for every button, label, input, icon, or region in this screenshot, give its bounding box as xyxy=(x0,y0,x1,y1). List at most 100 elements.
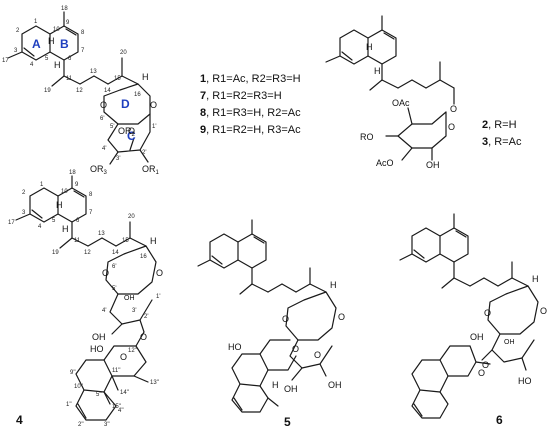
h-10-s4: H xyxy=(56,200,63,210)
oh-s6: OH xyxy=(470,332,484,342)
o-lower-s4: O xyxy=(120,352,127,362)
h-16-s5: H xyxy=(330,280,337,290)
num-8: 8 xyxy=(81,30,85,36)
num-18: 18 xyxy=(61,6,68,12)
num4-4pp: 4'' xyxy=(118,408,124,414)
oh-3p-s6: OH xyxy=(504,339,515,346)
h-6-s4: H xyxy=(62,224,69,234)
num-6: 6 xyxy=(68,56,72,62)
legend-row-3: 3, R=Ac xyxy=(482,136,522,148)
h-6-s2: H xyxy=(374,66,381,76)
compound-label-4: 4 xyxy=(16,413,23,427)
num4-2pp: 2'' xyxy=(78,422,84,428)
num4-2: 2 xyxy=(22,190,26,196)
legend-row-9: 9, R1=R2=H, R3=Ac xyxy=(200,124,301,136)
num4-5p: 5' xyxy=(112,286,116,292)
num-20: 20 xyxy=(120,50,127,56)
ring-label-b: B xyxy=(60,37,69,51)
num-7: 7 xyxy=(81,48,85,54)
o-6p-s6: O xyxy=(484,308,491,318)
num-19: 19 xyxy=(44,88,51,94)
num4-4: 4 xyxy=(38,224,42,230)
o-ring-s2: O xyxy=(448,122,455,132)
num4-6: 6 xyxy=(76,218,80,224)
num4-15pp: 15'' xyxy=(112,404,121,410)
aco-s2: AcO xyxy=(376,158,394,168)
num4-16: 16 xyxy=(140,254,147,260)
o-link-s2: O xyxy=(450,104,457,114)
legend-row-2: 2, R=H xyxy=(482,119,517,131)
o-2p-s4: O xyxy=(140,332,147,342)
structure-4: H H H O O OH OH O HO O 18 1 2 3 4 5 6 7 … xyxy=(8,170,163,428)
num4-19: 19 xyxy=(52,250,59,256)
oh-2p-s2: OH xyxy=(426,160,440,170)
num4-13: 13 xyxy=(98,231,105,237)
num4-1pp: 1'' xyxy=(66,402,72,408)
num4-17: 17 xyxy=(8,220,15,226)
num4-15: 15 xyxy=(122,238,129,244)
legend-row-1: 1, R1=Ac, R2=R3=H xyxy=(200,73,301,85)
num-3p: 3' xyxy=(116,156,120,162)
o-ring-s6: O xyxy=(540,306,547,316)
num4-8: 8 xyxy=(89,192,93,198)
ring-label-c: C xyxy=(127,129,136,143)
num-5p: 5' xyxy=(110,124,114,130)
ho-s5: HO xyxy=(228,342,242,352)
num-15: 15 xyxy=(114,76,121,82)
num-1p: 1' xyxy=(152,124,156,130)
num4-10pp: 10'' xyxy=(74,384,83,390)
num4-20: 20 xyxy=(128,214,135,220)
structure-2-3: H H O O OAc RO AcO OH xyxy=(325,15,457,170)
o-ring-d: O xyxy=(150,100,157,110)
o-lower-s5: O xyxy=(292,344,299,354)
num4-12pp: 12'' xyxy=(128,348,137,354)
num4-18: 18 xyxy=(69,170,76,176)
num4-3pp: 3'' xyxy=(104,422,110,428)
ro-s2: RO xyxy=(360,132,374,142)
oh-4p-s5: OH xyxy=(284,384,298,394)
num4-6p: 6' xyxy=(112,264,116,270)
num4-14: 14 xyxy=(112,250,119,256)
o-ring-c: O xyxy=(128,126,135,136)
structure-5: H O O HO O O OH OH H 5 xyxy=(197,219,345,429)
num-4p: 4' xyxy=(102,146,106,152)
num4-9: 9 xyxy=(75,182,79,188)
num4-1p: 1' xyxy=(156,294,160,300)
num-2: 2 xyxy=(16,28,20,34)
num-6p: 6' xyxy=(100,116,104,122)
num4-10: 10 xyxy=(61,189,68,195)
legend-row-8: 8, R1=R3=H, R2=Ac xyxy=(200,107,301,119)
num-17: 17 xyxy=(2,58,9,64)
num4-12: 12 xyxy=(84,250,91,256)
num-2p: 2' xyxy=(142,150,146,156)
ho-s4: HO xyxy=(90,344,104,354)
ring-label-d: D xyxy=(121,97,130,111)
num4-4p: 4' xyxy=(102,308,106,314)
num-1: 1 xyxy=(34,19,38,25)
oh-2p-s5: OH xyxy=(328,380,342,390)
h-10-s2: H xyxy=(366,42,373,52)
or2-label: OR2 xyxy=(118,126,136,138)
o-lower-s6: O xyxy=(478,368,485,378)
h-6: H xyxy=(54,60,61,70)
num-14: 14 xyxy=(104,88,111,94)
or1-label: OR1 xyxy=(142,164,160,176)
or3-label: OR3 xyxy=(90,164,108,176)
h-10: H xyxy=(48,36,55,46)
ho-s6: HO xyxy=(518,376,532,386)
o-link-s5: O xyxy=(314,350,321,360)
o-6p-s5: O xyxy=(282,314,289,324)
num-11: 11 xyxy=(66,76,73,82)
legend-2-3: 2, R=H 3, R=Ac xyxy=(482,119,522,148)
o-6p-s4: O xyxy=(102,268,109,278)
h-16: H xyxy=(142,72,149,82)
compound-label-6: 6 xyxy=(496,413,503,427)
num-4: 4 xyxy=(30,62,34,68)
num-5: 5 xyxy=(45,56,49,62)
oh-3p-s4: OH xyxy=(124,295,135,302)
num4-2p: 2' xyxy=(144,314,148,320)
num4-7: 7 xyxy=(89,210,93,216)
num-3: 3 xyxy=(14,48,18,54)
